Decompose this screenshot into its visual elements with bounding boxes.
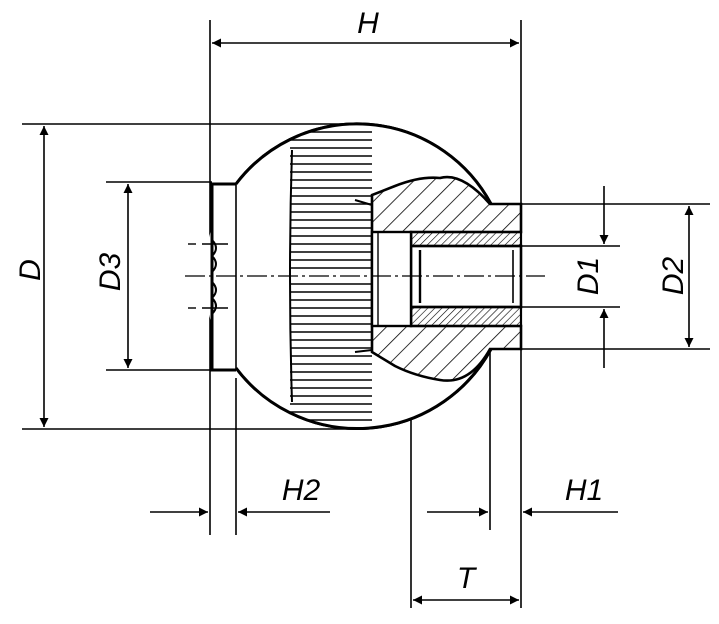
label-D2: D2 bbox=[657, 257, 690, 296]
label-H: H bbox=[357, 7, 379, 40]
extension-lines bbox=[22, 20, 710, 608]
dimension-lines bbox=[39, 38, 694, 605]
slot-details bbox=[188, 239, 228, 315]
label-D3: D3 bbox=[94, 253, 127, 292]
label-D1: D1 bbox=[572, 257, 605, 295]
label-H1: H1 bbox=[565, 474, 603, 507]
section-view bbox=[370, 175, 523, 382]
label-D: D bbox=[14, 259, 47, 281]
label-T: T bbox=[457, 562, 478, 595]
label-H2: H2 bbox=[282, 474, 321, 507]
